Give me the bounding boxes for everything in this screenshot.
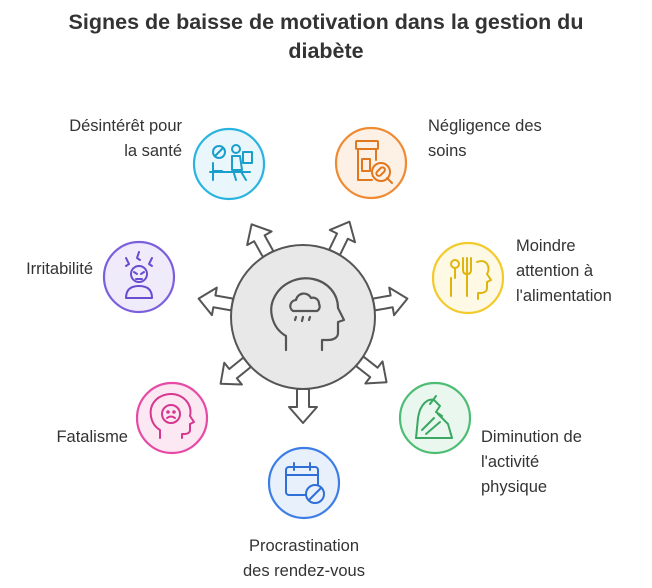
arrow-down-right	[355, 355, 388, 385]
node-circle-desinteret	[192, 127, 266, 201]
node-irritabilite	[102, 240, 176, 314]
label-activite-line-2: l'activité	[481, 453, 540, 471]
node-circle-irritabilite	[102, 240, 176, 314]
arrow-up-left	[246, 223, 275, 258]
shoe-icon	[415, 395, 453, 439]
label-desinteret-line-2: la santé	[124, 142, 182, 160]
label-activite-line-3: physique	[481, 478, 548, 496]
calendar-icon	[285, 462, 325, 504]
arrow-down-left	[219, 356, 252, 386]
arrow-left	[197, 286, 235, 317]
label-alimentation: Moindre attention à l'alimentation	[516, 234, 612, 309]
title-line-1: Signes de baisse de motivation dans la g…	[68, 10, 584, 34]
arrow-down	[288, 388, 318, 424]
diagram-title: Signes de baisse de motivation dans la g…	[0, 8, 652, 66]
title-line-2: diabète	[288, 39, 364, 63]
arrow-up-right	[328, 220, 357, 256]
head-cloud-icon	[270, 277, 346, 352]
arrow-right	[371, 286, 409, 317]
label-activite: Diminution de l'activité physique	[481, 425, 582, 500]
label-alimentation-line-2: attention à	[516, 262, 594, 280]
label-fatalisme-line-1: Fatalisme	[56, 428, 128, 446]
label-alimentation-line-3: l'alimentation	[516, 287, 612, 305]
arrows	[197, 220, 409, 424]
label-procrastination-line-1: Procrastination	[248, 537, 360, 555]
label-irritabilite-line-1: Irritabilité	[26, 260, 93, 278]
label-fatalisme: Fatalisme	[56, 425, 128, 450]
medication-icon	[355, 140, 393, 184]
label-procrastination-line-2: des rendez-vous	[243, 562, 365, 580]
label-procrastination: Procrastination des rendez-vous	[204, 534, 404, 584]
node-procrastination	[267, 446, 341, 520]
label-negligence-line-1: Négligence des	[428, 117, 542, 135]
label-negligence: Négligence des soins	[428, 114, 542, 164]
label-desinteret-line-1: Désintérêt pour	[69, 117, 182, 135]
sad-face-icon	[149, 393, 195, 439]
node-desinteret	[192, 127, 266, 201]
label-negligence-line-2: soins	[428, 142, 467, 160]
node-activite	[398, 381, 472, 455]
node-circle-procrastination	[267, 446, 341, 520]
node-fatalisme	[135, 381, 209, 455]
node-alimentation	[431, 241, 505, 315]
label-activite-line-1: Diminution de	[481, 428, 582, 446]
irritated-icon	[125, 251, 153, 299]
node-negligence	[334, 126, 408, 200]
eating-icon	[450, 257, 492, 300]
label-alimentation-line-1: Moindre	[516, 237, 576, 255]
label-desinteret: Désintérêt pour la santé	[69, 114, 182, 164]
disinterest-icon	[209, 144, 253, 181]
label-irritabilite: Irritabilité	[26, 257, 93, 282]
